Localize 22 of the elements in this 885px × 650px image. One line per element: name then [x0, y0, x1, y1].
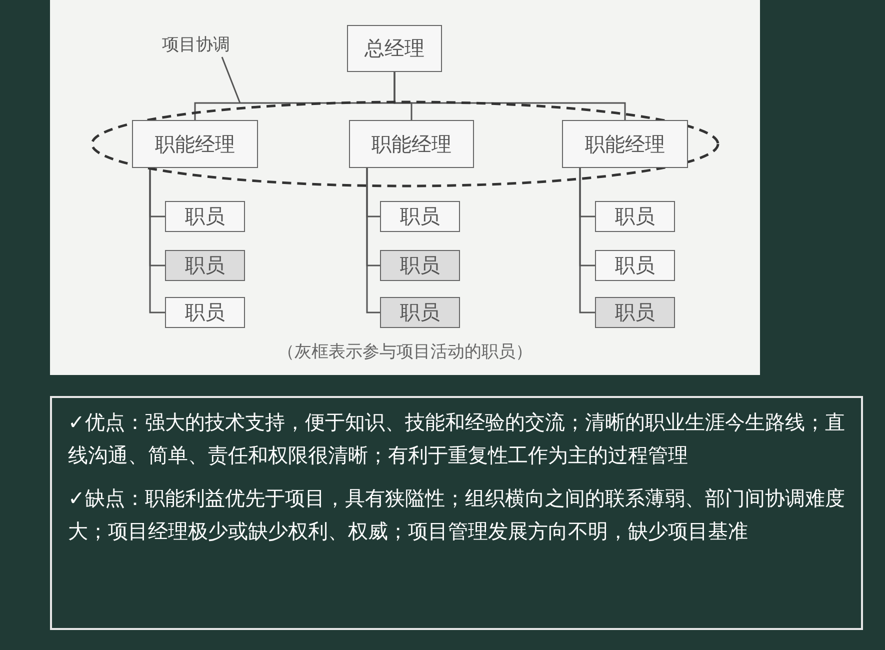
group-label: 项目协调: [162, 33, 252, 55]
figure-caption: （灰框表示参与项目活动的职员）: [276, 341, 534, 363]
highlighted-staff-box: 职员: [165, 250, 245, 281]
staff-box: 职员: [380, 201, 460, 232]
manager-box: 职能经理: [349, 120, 474, 168]
bullet-paragraph: ✓缺点：职能利益优先于项目，具有狭隘性；组织横向之间的联系薄弱、部门间协调难度大；项目经理极少或缺少权利、权威；项目管理发展方向不明，缺少项目基准: [68, 485, 846, 545]
highlighted-staff-box: 职员: [595, 297, 675, 328]
staff-box: 职员: [595, 201, 675, 232]
connector-line: [149, 168, 165, 314]
staff-box: 职员: [165, 201, 245, 232]
leader-line: [221, 56, 241, 104]
connector-line: [579, 168, 595, 314]
manager-box: 职能经理: [562, 120, 688, 168]
manager-box: 职能经理: [132, 120, 258, 168]
connector-line: [394, 72, 626, 120]
bullet-paragraph: ✓优点：强大的技术支持，便于知识、技能和经验的交流；清晰的职业生涯今生路线；直线沟通、简单、责任和权限很清晰；有利于重复性工作为主的过程管理: [68, 409, 846, 469]
manager-box: 总经理: [347, 25, 442, 72]
highlighted-staff-box: 职员: [380, 250, 460, 281]
staff-box: 职员: [165, 297, 245, 328]
connector-line: [366, 168, 380, 314]
highlighted-staff-box: 职员: [380, 297, 460, 328]
staff-box: 职员: [595, 250, 675, 281]
